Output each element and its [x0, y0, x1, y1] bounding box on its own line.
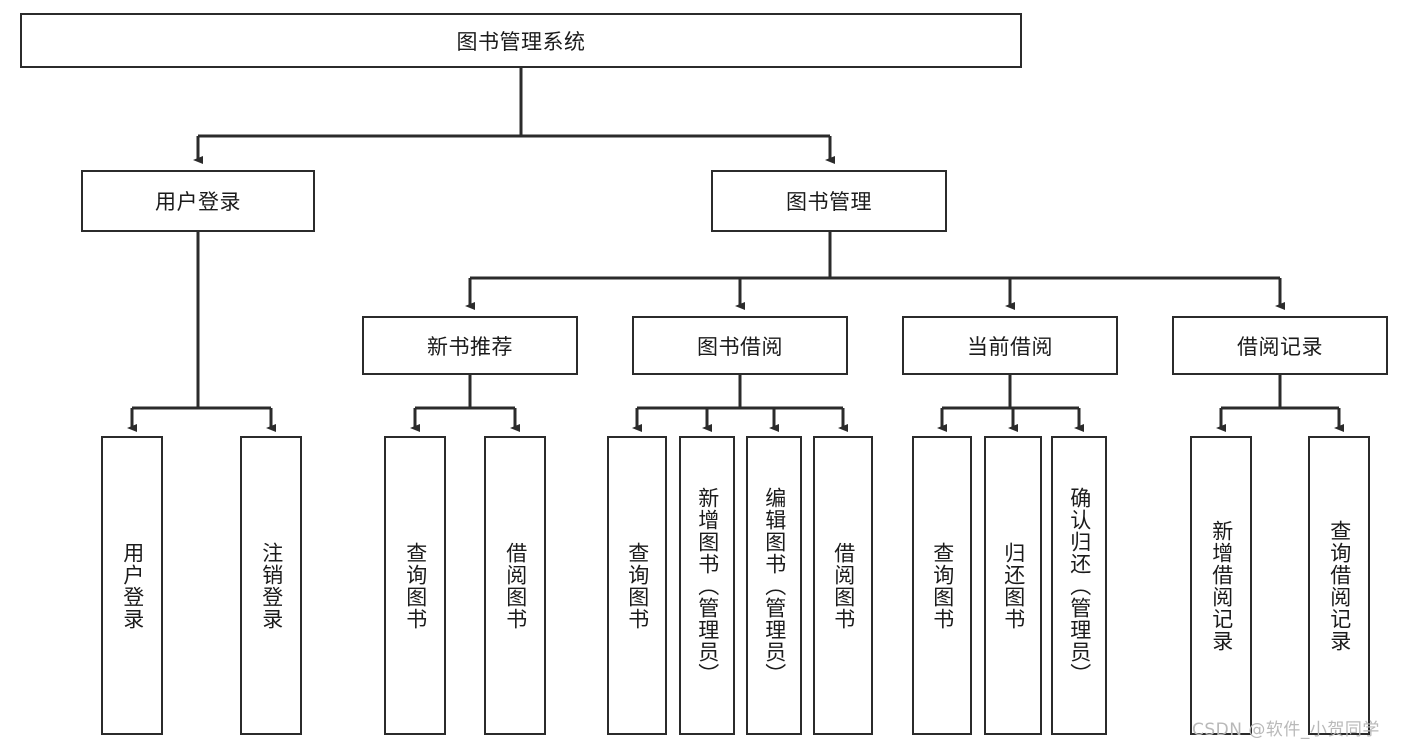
node-leaf-add-book-admin[interactable]: 新增图书（管理员）: [679, 436, 735, 735]
node-leaf-query-borrow-record[interactable]: 查询借阅记录: [1308, 436, 1370, 735]
watermark-text: CSDN @软件_小贺同学: [1192, 720, 1380, 740]
node-leaf-label: 确认归还（管理员）: [1067, 486, 1092, 685]
node-leaf-label: 归还图书: [1001, 541, 1026, 630]
node-leaf-label: 查询图书: [625, 541, 650, 630]
node-leaf-query-book-borrow[interactable]: 查询图书: [607, 436, 667, 735]
node-level3-new-book-recommend[interactable]: 新书推荐: [362, 316, 578, 375]
node-leaf-borrow-book[interactable]: 借阅图书: [813, 436, 873, 735]
node-leaf-label: 新增借阅记录: [1209, 519, 1234, 652]
node-leaf-query-book-current[interactable]: 查询图书: [912, 436, 972, 735]
node-root[interactable]: 图书管理系统: [20, 13, 1022, 68]
node-leaf-label: 注销登录: [259, 541, 284, 630]
node-leaf-label: 用户登录: [120, 541, 145, 630]
node-leaf-return-book[interactable]: 归还图书: [984, 436, 1042, 735]
node-level3-book-borrow[interactable]: 图书借阅: [632, 316, 848, 375]
node-leaf-label: 借阅图书: [503, 541, 528, 630]
node-leaf-label: 编辑图书（管理员）: [762, 486, 787, 685]
node-level2-user-login[interactable]: 用户登录: [81, 170, 315, 232]
node-leaf-confirm-return-admin[interactable]: 确认归还（管理员）: [1051, 436, 1107, 735]
node-leaf-logout[interactable]: 注销登录: [240, 436, 302, 735]
node-level3-borrow-record[interactable]: 借阅记录: [1172, 316, 1388, 375]
node-leaf-label: 借阅图书: [831, 541, 856, 630]
node-leaf-label: 查询借阅记录: [1327, 519, 1352, 652]
node-leaf-borrow-book-recommend[interactable]: 借阅图书: [484, 436, 546, 735]
node-leaf-label: 新增图书（管理员）: [695, 486, 720, 685]
node-leaf-add-borrow-record[interactable]: 新增借阅记录: [1190, 436, 1252, 735]
node-level2-book-management[interactable]: 图书管理: [711, 170, 947, 232]
node-leaf-label: 查询图书: [403, 541, 428, 630]
node-leaf-query-book-recommend[interactable]: 查询图书: [384, 436, 446, 735]
node-level3-current-borrow[interactable]: 当前借阅: [902, 316, 1118, 375]
node-leaf-edit-book-admin[interactable]: 编辑图书（管理员）: [746, 436, 802, 735]
node-leaf-user-login[interactable]: 用户登录: [101, 436, 163, 735]
node-leaf-label: 查询图书: [930, 541, 955, 630]
